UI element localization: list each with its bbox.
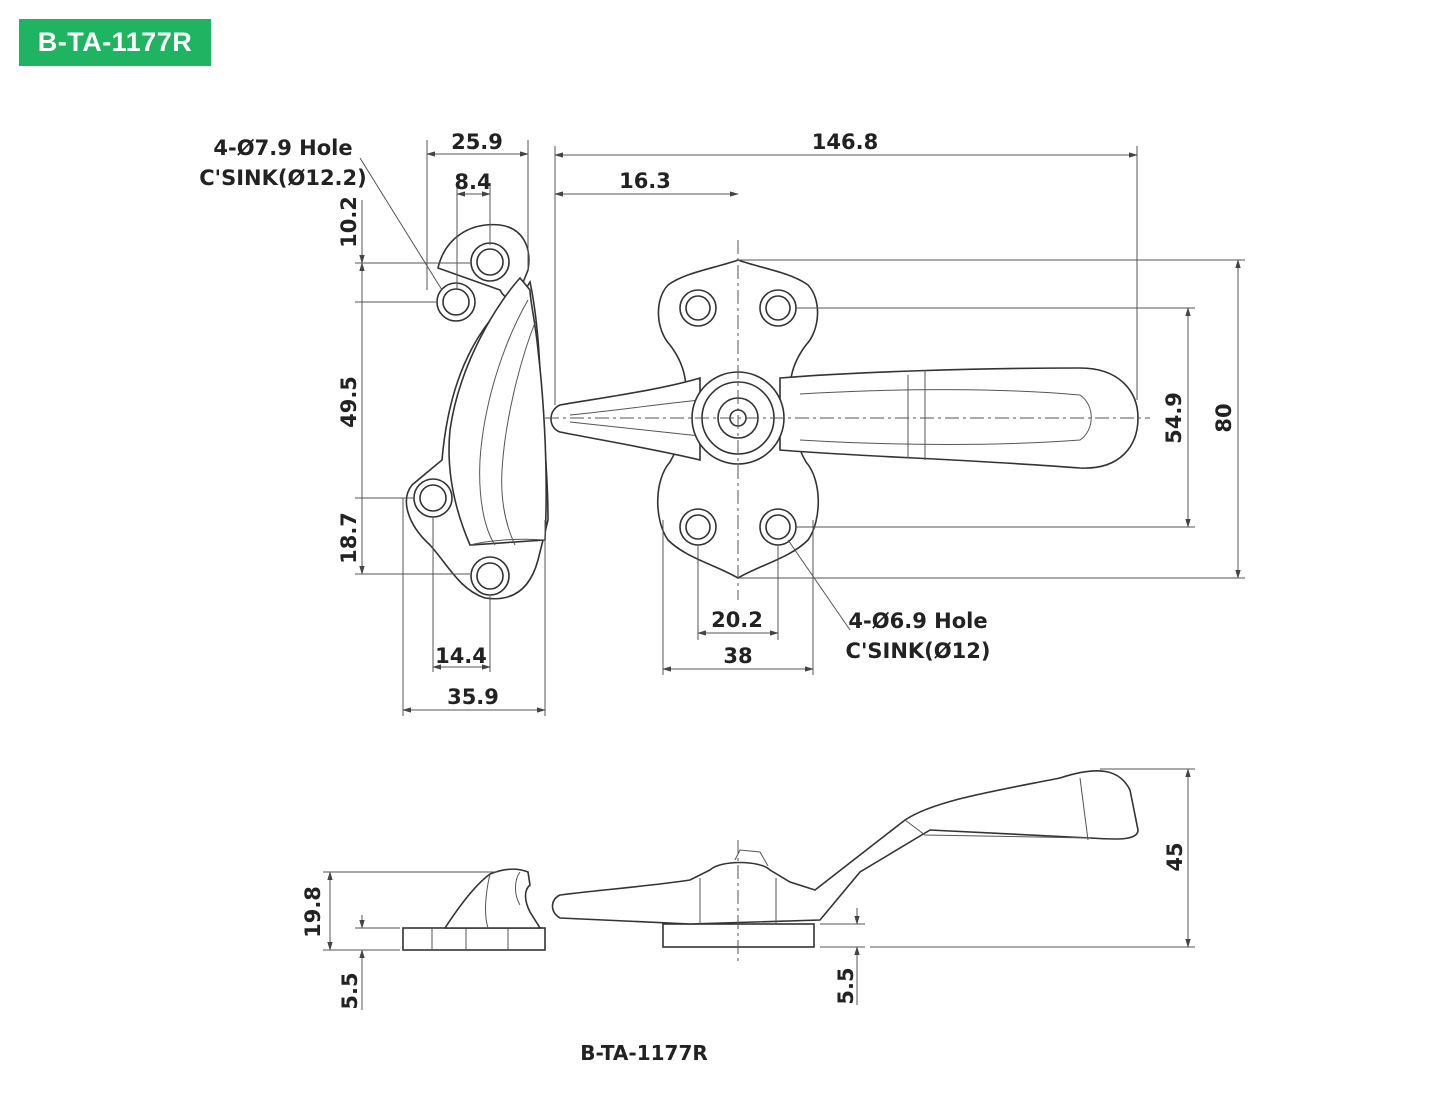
dim-80: 80 [1212,403,1236,432]
keeper-plate-top-view [405,223,549,600]
countersunk-hole [470,556,510,596]
dim-49-5: 49.5 [337,376,361,428]
dim-20-2: 20.2 [711,608,763,632]
countersunk-hole [413,478,453,518]
model-badge: B-TA-1177R [19,19,211,66]
countersunk-hole [679,508,717,546]
left-hole-note-line2: C'SINK(Ø12.2) [199,166,367,190]
dim-8-4: 8.4 [454,170,491,194]
handle-top-view [545,240,1150,600]
right-hole-note-line1: 4-Ø6.9 Hole [848,609,987,633]
drawing-caption: B-TA-1177R [580,1041,708,1065]
dim-18-7: 18.7 [337,512,361,564]
side-view-dimensions [323,768,1195,1010]
dim-35-9: 35.9 [447,685,499,709]
dim-54-9: 54.9 [1162,392,1186,444]
dim-5-5-right: 5.5 [834,967,858,1004]
countersunk-hole [436,282,476,322]
countersunk-hole [759,289,797,327]
dim-45: 45 [1163,842,1187,871]
right-hole-note-line2: C'SINK(Ø12) [846,639,991,663]
dim-19-8: 19.8 [301,886,325,938]
dim-25-9: 25.9 [451,130,503,154]
left-view-dimensions [355,140,546,716]
countersunk-hole [470,242,510,282]
dim-5-5-left: 5.5 [338,972,362,1009]
dim-16-3: 16.3 [619,169,671,193]
dim-146-8: 146.8 [812,130,878,154]
dim-10-2: 10.2 [337,196,361,248]
handle-side-view [551,770,1139,965]
right-view-dimensions [554,146,1245,675]
left-hole-note-line1: 4-Ø7.9 Hole [213,136,352,160]
dim-14-4: 14.4 [435,644,487,668]
dim-38: 38 [723,644,752,668]
countersunk-hole [679,289,717,327]
keeper-side-view [402,868,546,951]
countersunk-hole [759,508,797,546]
